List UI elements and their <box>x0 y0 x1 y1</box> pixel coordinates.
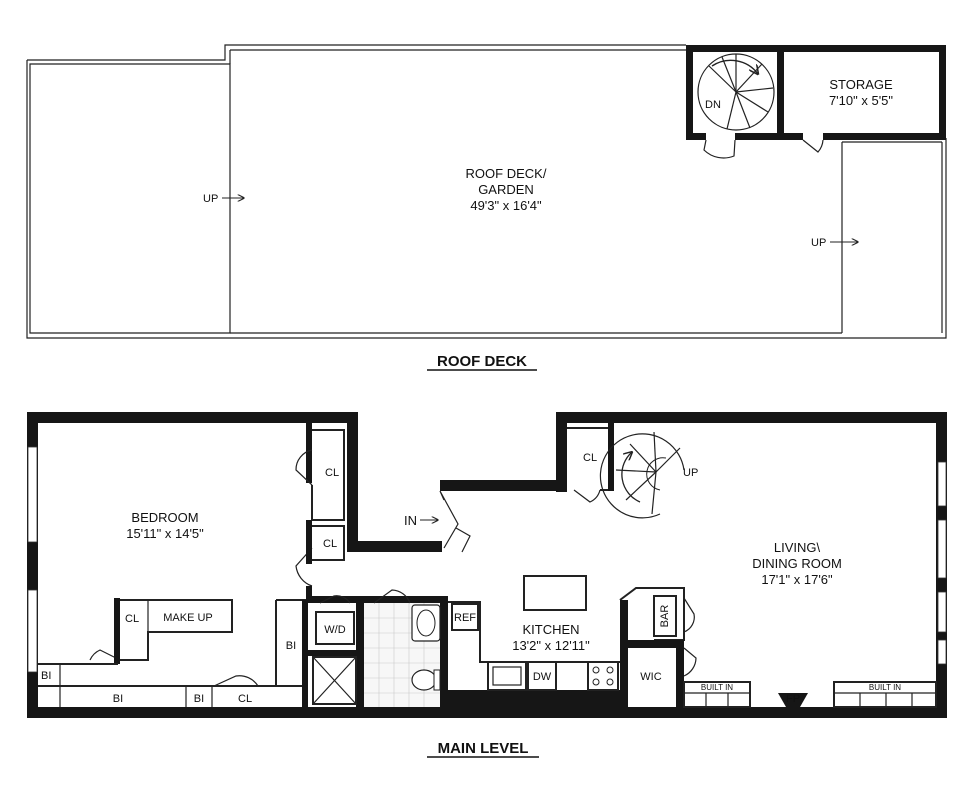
living-dims: 17'1" x 17'6" <box>761 572 833 587</box>
closet-label-4: CL <box>125 613 139 625</box>
built-in-label-2: BUILT IN <box>869 683 901 692</box>
wic-label: WIC <box>640 671 661 683</box>
bi-label-4: BI <box>286 640 296 652</box>
entry-label: IN <box>404 513 417 528</box>
roof-stair-label: DN <box>705 99 721 111</box>
bedroom-label: BEDROOM <box>131 510 198 525</box>
living-label: LIVING\ <box>774 540 821 555</box>
bar-label: BAR <box>659 605 671 628</box>
roof-deck-garden-label-2: GARDEN <box>478 182 534 197</box>
wd-label: W/D <box>324 624 345 636</box>
window-bedroom-2 <box>27 589 38 673</box>
roof-deck-outline <box>26 44 947 339</box>
roof-deck-title: ROOF DECK <box>437 353 527 370</box>
main-level-plan: BEDROOM 15'11" x 14'5" LIVING\ DINING RO… <box>27 412 947 758</box>
closet-label-2: CL <box>323 538 337 550</box>
living-label-2: DINING ROOM <box>752 556 842 571</box>
ref-label: REF <box>454 612 476 624</box>
window-bedroom-1 <box>27 446 38 543</box>
makeup-label: MAKE UP <box>163 612 213 624</box>
dw-label: DW <box>533 671 552 683</box>
closet-label-5: CL <box>238 693 252 705</box>
bedroom-dims: 15'11" x 14'5" <box>126 526 204 541</box>
bi-label-1: BI <box>41 670 51 682</box>
kitchen-dims: 13'2" x 12'11" <box>512 638 590 653</box>
roof-deck-garden-dims: 49'3" x 16'4" <box>470 198 542 213</box>
main-level-title: MAIN LEVEL <box>438 740 529 757</box>
spiral-stair-main <box>599 431 685 519</box>
roof-deck-plan: DN ROOF DECK/ GARDEN 49'3" x 16'4" STORA… <box>26 44 947 371</box>
closet-label-3: CL <box>583 452 597 464</box>
fp-label: FP <box>786 693 800 705</box>
window-living-3 <box>937 591 947 633</box>
storage-dims: 7'10" x 5'5" <box>829 93 893 108</box>
roof-deck-garden-label: ROOF DECK/ <box>466 166 547 181</box>
kitchen-label: KITCHEN <box>522 622 579 637</box>
window-living-2 <box>937 519 947 579</box>
window-living-1 <box>937 461 947 507</box>
up-label-right: UP <box>811 237 826 249</box>
bi-label-3: BI <box>194 693 204 705</box>
bi-label-2: BI <box>113 693 123 705</box>
closet-label-1: CL <box>325 467 339 479</box>
built-in-label-1: BUILT IN <box>701 683 733 692</box>
up-label-left: UP <box>203 193 218 205</box>
kitchen-island <box>523 575 587 611</box>
spiral-stair-roof <box>697 53 775 131</box>
storage-label: STORAGE <box>829 77 893 92</box>
window-living-4 <box>937 639 947 665</box>
main-stair-label: UP <box>683 467 698 479</box>
